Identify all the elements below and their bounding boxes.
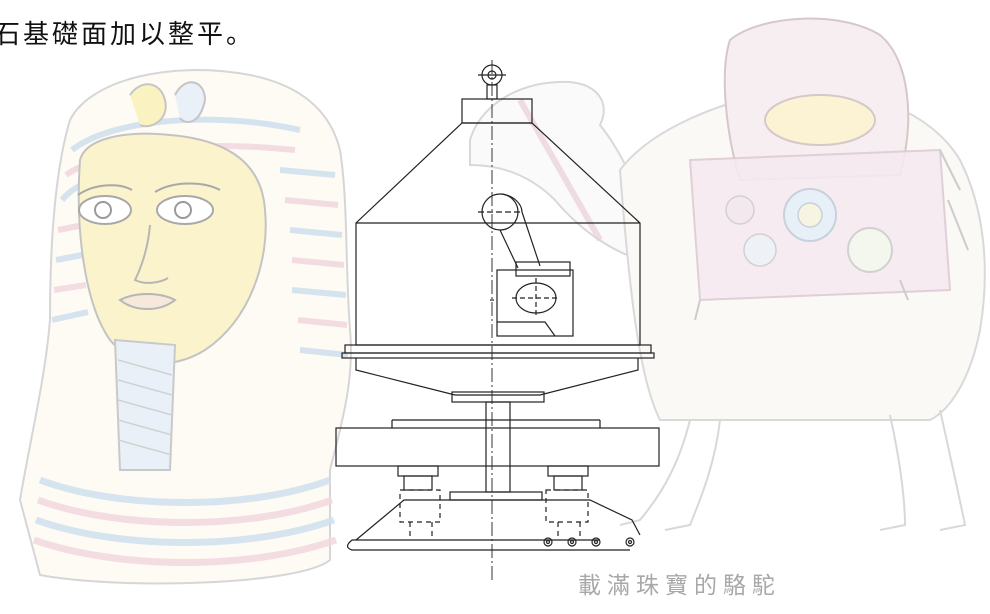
pharaoh-mask-sketch	[18, 69, 352, 585]
wheel-set	[543, 537, 635, 547]
jeweled-camel-sketch	[469, 17, 986, 531]
collar	[451, 391, 545, 403]
base-frame	[355, 499, 641, 541]
upper-flange	[344, 344, 652, 354]
motor-box	[496, 269, 574, 337]
grinding-disc	[335, 427, 660, 467]
machine-cross-section-drawing	[335, 60, 660, 582]
top-text: 石基礎面加以整平。	[0, 20, 256, 50]
lower-collar	[449, 491, 543, 501]
caption: 載滿珠寶的駱駝	[578, 573, 781, 599]
